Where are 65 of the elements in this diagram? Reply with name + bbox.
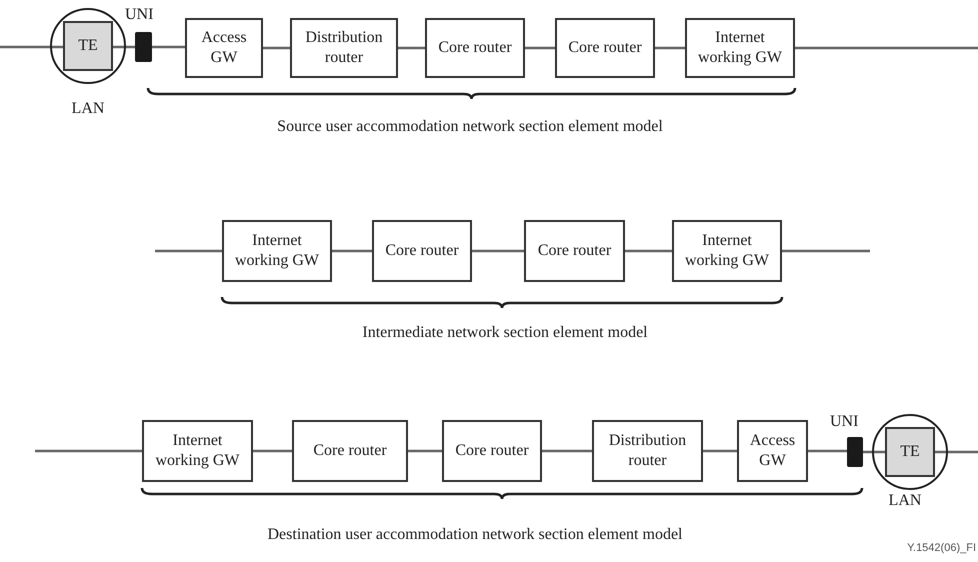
connector-line — [398, 46, 425, 50]
box-label: TE — [899, 442, 921, 462]
box-label: Distribution router — [304, 28, 384, 68]
connector-line — [808, 450, 847, 452]
network-label: LAN — [70, 100, 106, 118]
connector-line — [472, 250, 524, 252]
network-element-box — [685, 18, 795, 78]
interface-block — [847, 437, 863, 467]
box-label: Core router — [384, 241, 460, 261]
connector-line — [935, 450, 978, 454]
network-element-box — [290, 18, 398, 78]
connector-line — [35, 450, 142, 452]
box-label: Internet working GW — [234, 231, 320, 271]
connector-line — [332, 250, 372, 252]
connector-line — [795, 46, 978, 50]
connector-line — [703, 450, 737, 452]
box-label: Core router — [536, 241, 612, 261]
interface-block — [135, 32, 152, 62]
connector-line — [0, 46, 63, 48]
connector-line — [782, 250, 870, 252]
connector-line — [155, 250, 222, 252]
box-label: Access GW — [200, 28, 248, 68]
terminal-box — [63, 21, 113, 71]
network-element-box — [222, 220, 332, 282]
interface-label: UNI — [125, 6, 154, 24]
circle-outline — [50, 8, 126, 84]
connector-line — [542, 450, 592, 452]
connector-line — [625, 250, 672, 252]
network-element-box — [672, 220, 782, 282]
box-label: Core router — [312, 441, 388, 461]
network-label: LAN — [888, 492, 922, 510]
network-element-box — [555, 18, 655, 78]
terminal-box — [885, 427, 935, 477]
connector-line — [263, 46, 290, 50]
network-element-box — [442, 420, 542, 482]
box-label: Core router — [437, 38, 513, 58]
section-caption: Source user accommodation network section element model — [277, 118, 663, 136]
box-label: Distribution router — [608, 431, 688, 471]
box-label: Internet working GW — [684, 231, 770, 271]
connector-line — [113, 46, 135, 48]
connector-line — [655, 46, 685, 50]
network-element-box — [292, 420, 408, 482]
interface-label: UNI — [830, 413, 858, 431]
network-element-box — [372, 220, 472, 282]
connector-line — [525, 46, 555, 50]
connector-line — [863, 450, 885, 454]
figure-number: Y.1542(06)_FI — [907, 542, 976, 554]
connector-line — [253, 450, 292, 452]
box-label: Access GW — [748, 431, 796, 471]
box-label: Internet working GW — [697, 28, 783, 68]
box-label: TE — [77, 36, 99, 56]
box-label: Core router — [454, 441, 530, 461]
circle-outline — [872, 414, 948, 490]
network-element-box — [524, 220, 625, 282]
section-caption: Destination user accommodation network section element model — [268, 526, 682, 544]
network-element-box — [142, 420, 253, 482]
box-label: Core router — [567, 38, 643, 58]
network-element-box — [185, 18, 263, 78]
network-element-box — [737, 420, 808, 482]
network-element-box — [592, 420, 703, 482]
network-element-box — [425, 18, 525, 78]
connector-line — [408, 450, 442, 452]
connector-line — [152, 46, 185, 48]
box-label: Internet working GW — [154, 431, 240, 471]
section-caption: Intermediate network section element model — [362, 324, 648, 342]
